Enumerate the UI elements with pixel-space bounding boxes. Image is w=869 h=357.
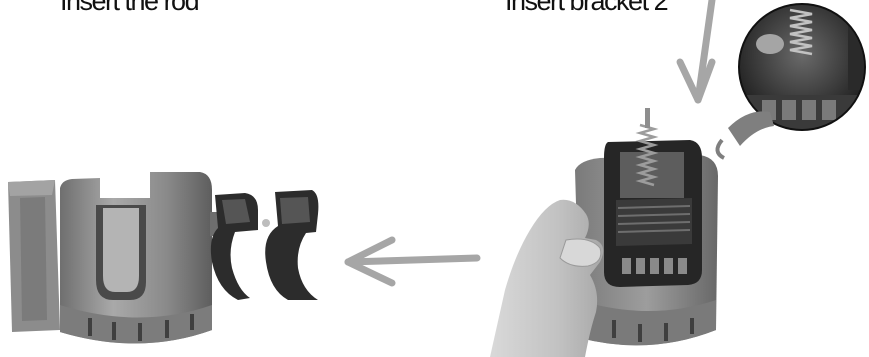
rear-clip-top: [8, 180, 55, 196]
assembled-cup-holder: [8, 172, 318, 344]
hand-holding-cup: [490, 108, 718, 357]
bracket-2-window: [620, 152, 684, 198]
hand: [490, 200, 603, 357]
arrow-left-icon: [348, 240, 477, 283]
bracket-screw: [262, 219, 270, 227]
bracket-highlight: [222, 199, 250, 224]
rear-clip-slot: [20, 197, 47, 321]
thumb: [560, 239, 601, 266]
spring-pin: [645, 108, 650, 128]
cup-inner-wall: [103, 208, 139, 292]
curved-arrow-icon: [717, 111, 774, 158]
bracket-highlight-2: [280, 197, 310, 224]
arrow-down-icon: [680, 0, 712, 100]
